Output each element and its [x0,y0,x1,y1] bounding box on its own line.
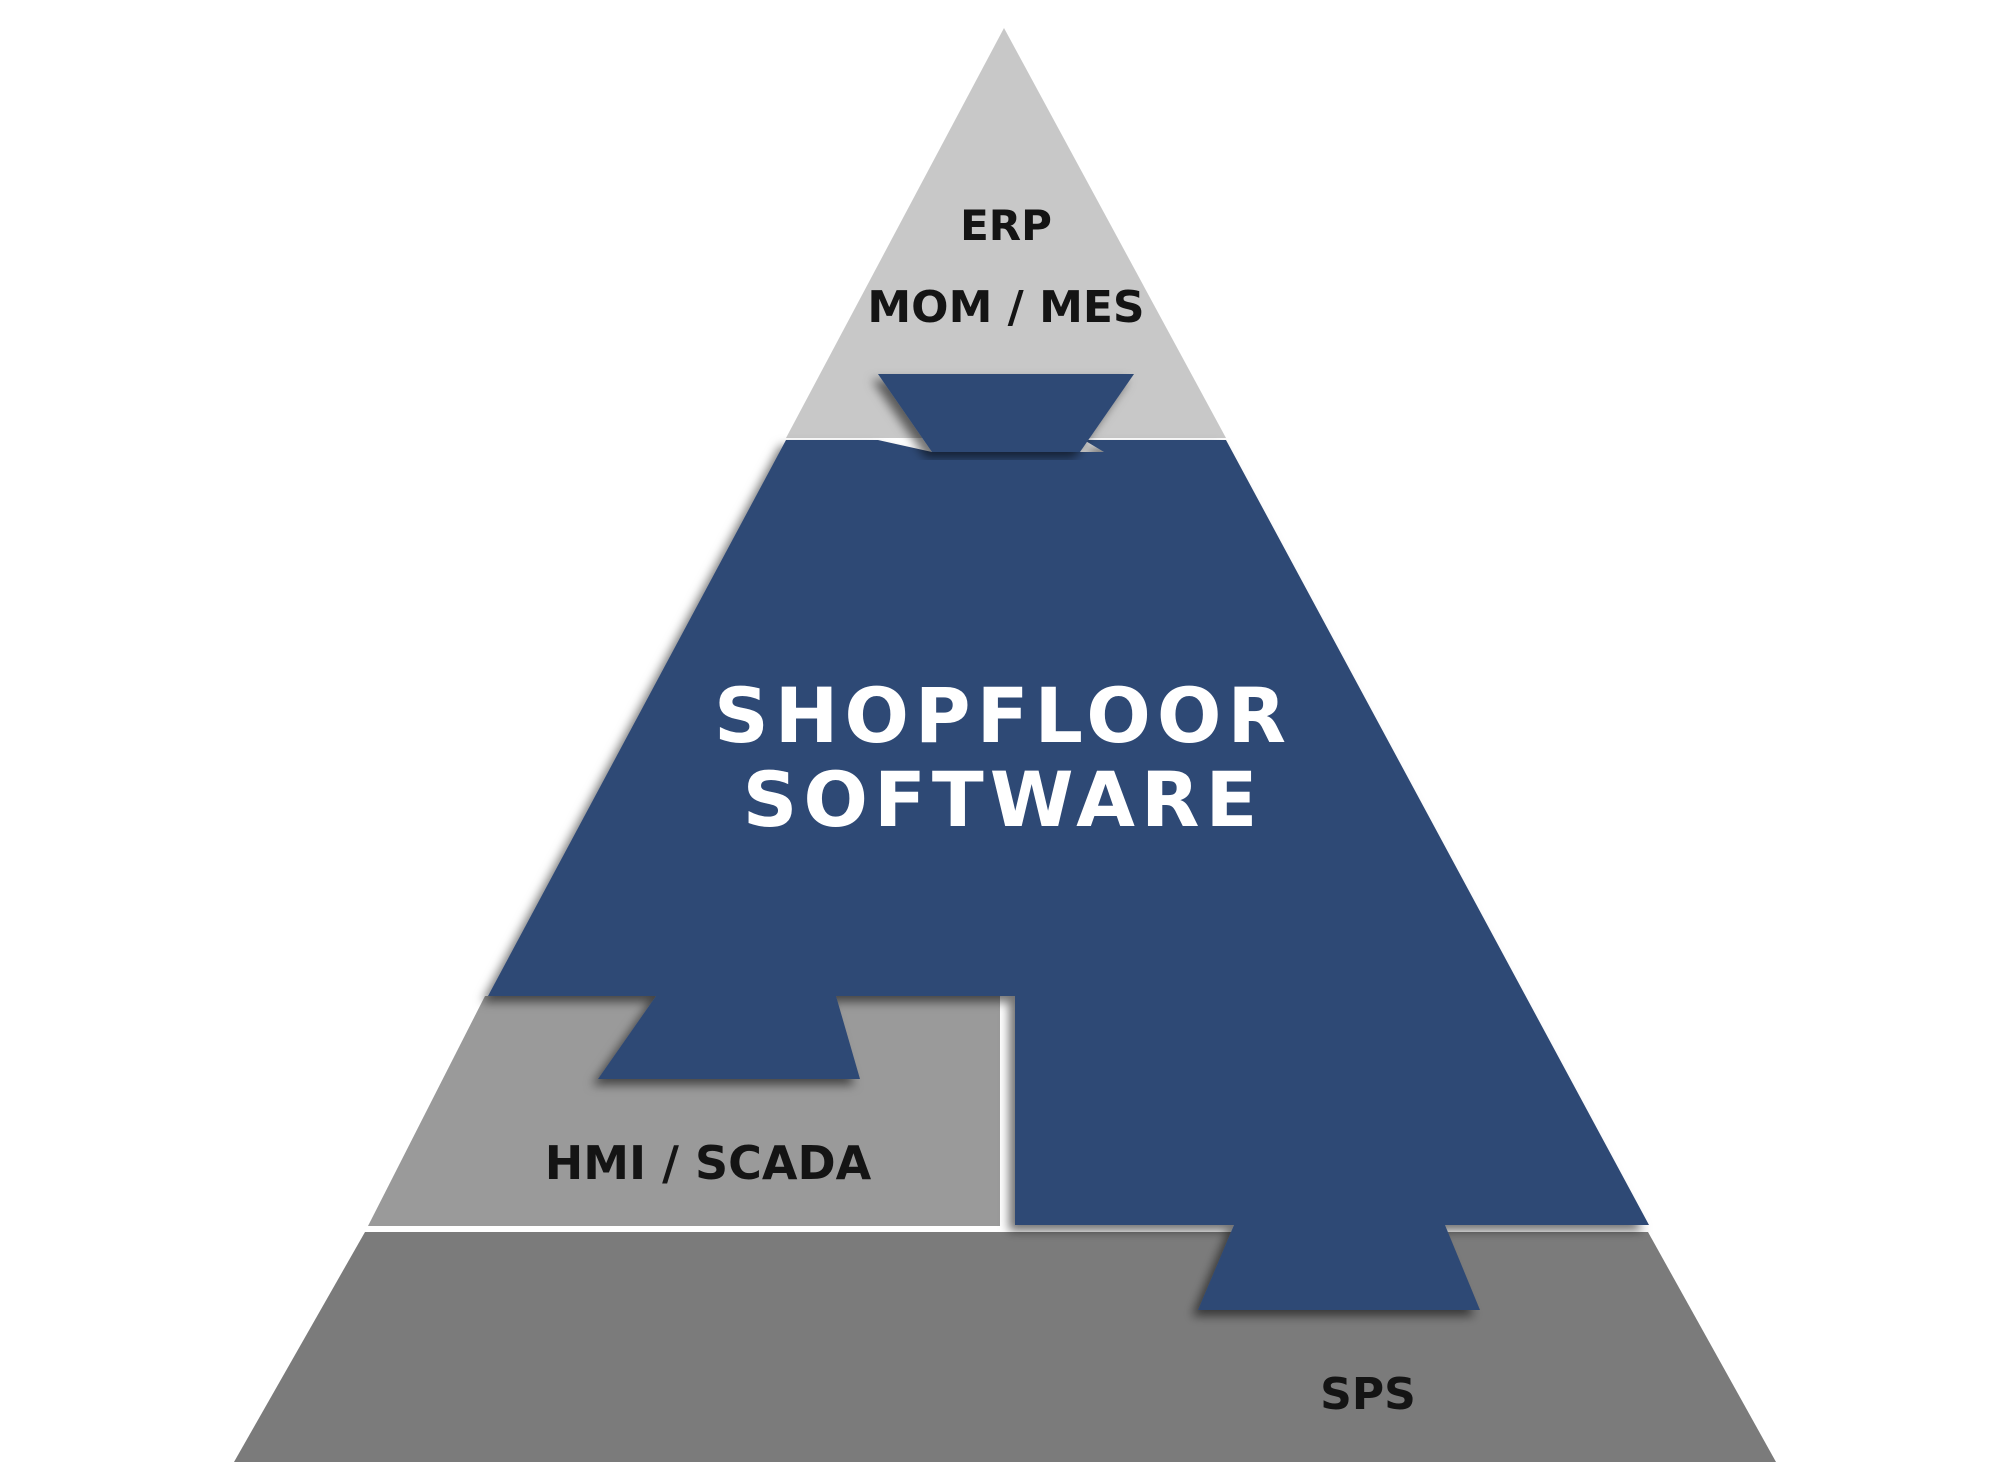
sps-label: SPS [1320,1369,1416,1420]
hmi-scada-label: HMI / SCADA [545,1136,872,1190]
top-connector-notch [878,374,1134,452]
shopfloor-software-layer [488,440,1649,1310]
erp-mom-mes-layer [786,28,1226,438]
sps-layer [234,1232,1776,1462]
mom-mes-label: MOM / MES [867,282,1144,333]
shopfloor-label: SHOPFLOOR [714,671,1292,760]
erp-label: ERP [960,201,1052,250]
software-label: SOFTWARE [743,755,1264,844]
